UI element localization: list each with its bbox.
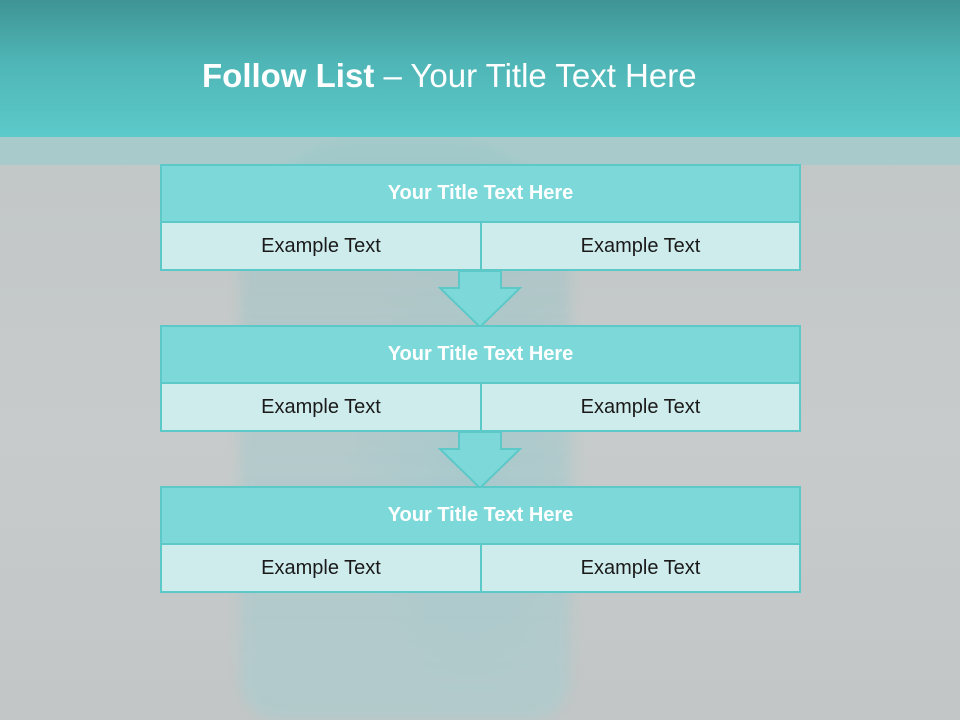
step-box-2: Your Title Text Here Example Text Exampl… xyxy=(160,325,801,432)
down-arrow-icon xyxy=(438,431,522,490)
step-title-1: Your Title Text Here xyxy=(162,166,799,223)
slide-title-rest: – Your Title Text Here xyxy=(374,57,697,94)
step-box-3: Your Title Text Here Example Text Exampl… xyxy=(160,486,801,593)
step-3-right-text: Example Text xyxy=(482,545,799,591)
step-1-left-text: Example Text xyxy=(162,223,482,269)
step-title-3: Your Title Text Here xyxy=(162,488,799,545)
step-title-2: Your Title Text Here xyxy=(162,327,799,384)
step-2-right-text: Example Text xyxy=(482,384,799,430)
slide-title-bold: Follow List xyxy=(202,57,375,94)
step-1-right-text: Example Text xyxy=(482,223,799,269)
step-2-left-text: Example Text xyxy=(162,384,482,430)
title-banner-band xyxy=(0,137,960,165)
down-arrow-icon xyxy=(438,270,522,329)
step-3-left-text: Example Text xyxy=(162,545,482,591)
title-banner xyxy=(0,0,960,137)
slide-title: Follow List – Your Title Text Here xyxy=(202,54,697,98)
step-box-1: Your Title Text Here Example Text Exampl… xyxy=(160,164,801,271)
